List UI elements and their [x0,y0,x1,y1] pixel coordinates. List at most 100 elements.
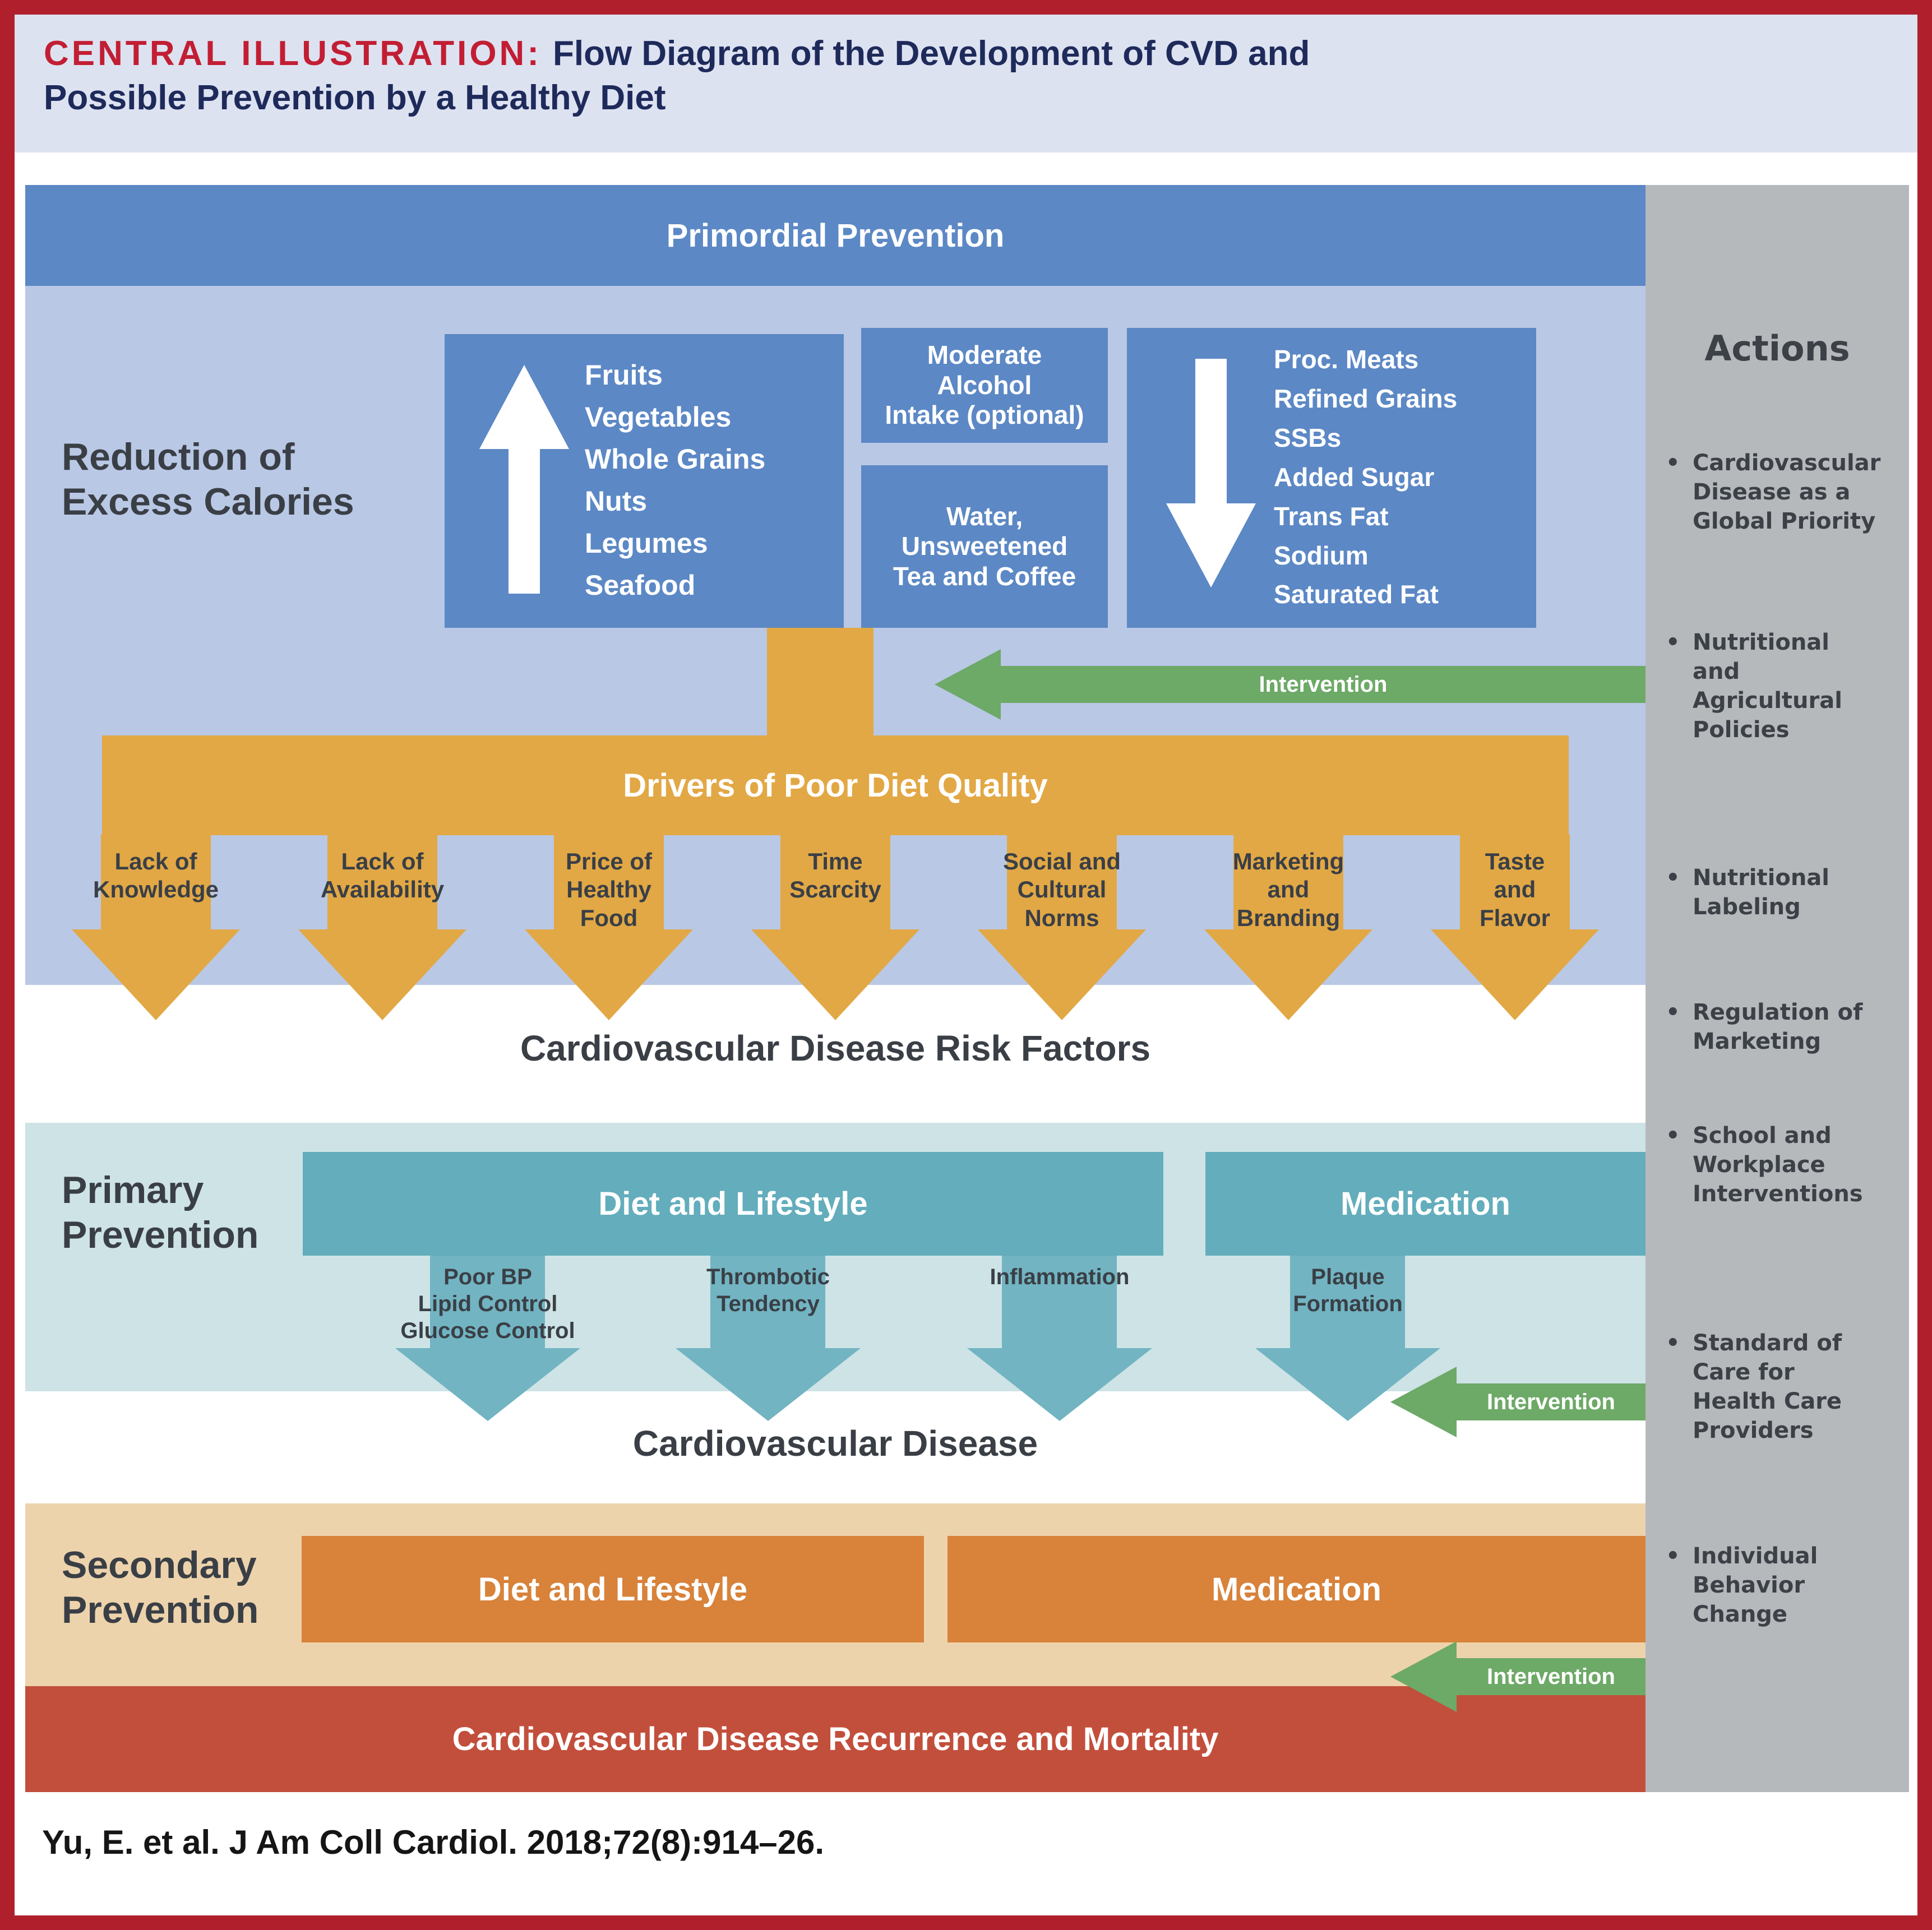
risk-pathway-label: Inflammation [990,1265,1130,1289]
action-item-label: Nutritional and Agricultural Policies [1693,630,1842,743]
risk-pathway-arrow: Poor BP Lipid Control Glucose Control [395,1256,580,1424]
unhealthy-foods-box: Proc. Meats Refined Grains SSBs Added Su… [1127,328,1536,628]
primordial-prevention-header: Primordial Prevention [25,185,1646,286]
action-item: • Cardiovascular Disease as a Global Pri… [1666,448,1890,536]
bullet-icon: • [1666,1330,1680,1356]
arrow-head [1166,503,1256,587]
primary-prevention-label: Primary Prevention [62,1169,259,1257]
healthy-foods-list: Fruits Vegetables Whole Grains Nuts Legu… [585,359,766,601]
intervention-label: Intervention [1001,666,1646,703]
arrow-stem [710,1256,825,1348]
driver-arrow-label: Price of Healthy Food [565,848,653,931]
primary-medication-box: Medication [1205,1152,1646,1256]
arrow-head [1390,1367,1457,1437]
arrow-stem [1290,1256,1405,1348]
action-item: • Standard of Care for Health Care Provi… [1666,1329,1890,1445]
bullet-icon: • [1666,630,1680,655]
action-item: • Individual Behavior Change [1666,1542,1890,1629]
risk-pathway-arrow: Inflammation [967,1256,1152,1424]
action-item: • Nutritional Labeling [1666,863,1890,922]
primordial-prevention-panel: Primordial Prevention Reduction of Exces… [25,185,1646,985]
arrow-head [1390,1641,1457,1712]
intervention-label: Intervention [1457,1658,1646,1695]
risk-pathway-arrow: Thrombotic Tendency [676,1256,861,1424]
driver-arrow: Marketing and Branding [1204,834,1372,1025]
driver-arrow-label: Lack of Availability [320,848,445,903]
arrow-stem [430,1256,545,1348]
action-item-label: School and Workplace Interventions [1693,1123,1863,1207]
arrow-head [298,929,466,1020]
arrow-head [395,1348,580,1421]
water-tea-coffee-box: Water, Unsweetened Tea and Coffee [861,465,1108,628]
arrow-head [1204,929,1372,1020]
arrow-head [967,1348,1152,1421]
title-band: CENTRAL ILLUSTRATION:Flow Diagram of the… [15,15,1917,152]
arrow-stem [1002,1256,1117,1348]
primary-diet-lifestyle-box: Diet and Lifestyle [303,1152,1163,1256]
driver-arrow-label: Marketing and Branding [1232,848,1344,931]
arrow-stem [780,834,890,929]
arrow-shaft [1195,359,1227,503]
action-item-label: Nutritional Labeling [1693,865,1830,920]
driver-arrow: Lack of Availability [298,834,466,1025]
intervention-arrow-secondary: Intervention [1390,1641,1646,1712]
driver-arrow: Taste and Flavor [1431,834,1599,1025]
driver-arrow-label: Social and Cultural Norms [1002,848,1121,931]
actions-title: Actions [1704,328,1850,369]
cvd-recurrence-mortality-bar: Cardiovascular Disease Recurrence and Mo… [25,1686,1646,1792]
risk-factors-heading: Cardiovascular Disease Risk Factors [520,1028,1151,1068]
bullet-icon: • [1666,1543,1680,1569]
driver-arrow: Social and Cultural Norms [978,834,1146,1025]
arrow-head [479,365,569,449]
bullet-icon: • [1666,865,1680,891]
figure-title: CENTRAL ILLUSTRATION:Flow Diagram of the… [44,31,1333,121]
action-item: • Regulation of Marketing [1666,998,1890,1056]
driver-arrow-label: Lack of Knowledge [93,848,219,903]
cvd-heading: Cardiovascular Disease [632,1423,1038,1464]
driver-arrow-label: Taste and Flavor [1479,848,1551,931]
action-item-label: Regulation of Marketing [1693,999,1863,1054]
title-prefix: CENTRAL ILLUSTRATION: [44,34,542,73]
driver-arrow: Lack of Knowledge [72,834,240,1025]
arrow-head [676,1348,861,1421]
arrow-head [935,649,1001,720]
action-item-label: Standard of Care for Health Care Provide… [1693,1330,1842,1443]
bullet-icon: • [1666,450,1680,476]
arrow-head [1431,929,1599,1020]
arrow-shaft [509,449,540,594]
unhealthy-foods-list: Proc. Meats Refined Grains SSBs Added Su… [1274,345,1458,609]
intervention-label: Intervention [1457,1383,1646,1420]
actions-sidebar: Actions • Cardiovascular Disease as a Gl… [1646,185,1909,1792]
secondary-prevention-label: Secondary Prevention [62,1544,259,1632]
arrow-stem [101,834,211,929]
action-item: • School and Workplace Interventions [1666,1121,1890,1209]
drivers-banner: Drivers of Poor Diet Quality [102,735,1569,835]
arrow-stem [1007,834,1117,929]
arrow-stem [1460,834,1570,929]
intervention-arrow-primordial: Intervention [935,649,1646,720]
intervention-arrow-primary: Intervention [1390,1367,1646,1437]
action-item-label: Cardiovascular Disease as a Global Prior… [1693,450,1881,534]
title-main: Flow Diagram of the Development of CVD a… [44,34,1310,118]
connector-stem [767,628,873,737]
action-item-label: Individual Behavior Change [1693,1543,1818,1627]
decrease-arrow-icon [1166,359,1256,587]
arrow-head [72,929,240,1020]
increase-arrow-icon [479,365,569,594]
healthy-foods-box: Fruits Vegetables Whole Grains Nuts Legu… [445,334,844,628]
risk-pathway-arrow: Plaque Formation [1255,1256,1440,1424]
driver-arrow-label: Time Scarcity [789,848,881,903]
bullet-icon: • [1666,1123,1680,1149]
arrow-stem [554,834,664,929]
arrow-head [525,929,693,1020]
risk-pathway-label: Poor BP Lipid Control Glucose Control [400,1265,575,1343]
secondary-prevention-panel: Secondary Prevention Diet and Lifestyle … [25,1503,1646,1686]
arrow-stem [1233,834,1343,929]
secondary-medication-box: Medication [947,1536,1646,1642]
arrow-head [978,929,1146,1020]
arrow-head [751,929,919,1020]
driver-arrow: Time Scarcity [751,834,919,1025]
action-item: • Nutritional and Agricultural Policies [1666,628,1890,744]
citation: Yu, E. et al. J Am Coll Cardiol. 2018;72… [42,1823,825,1861]
